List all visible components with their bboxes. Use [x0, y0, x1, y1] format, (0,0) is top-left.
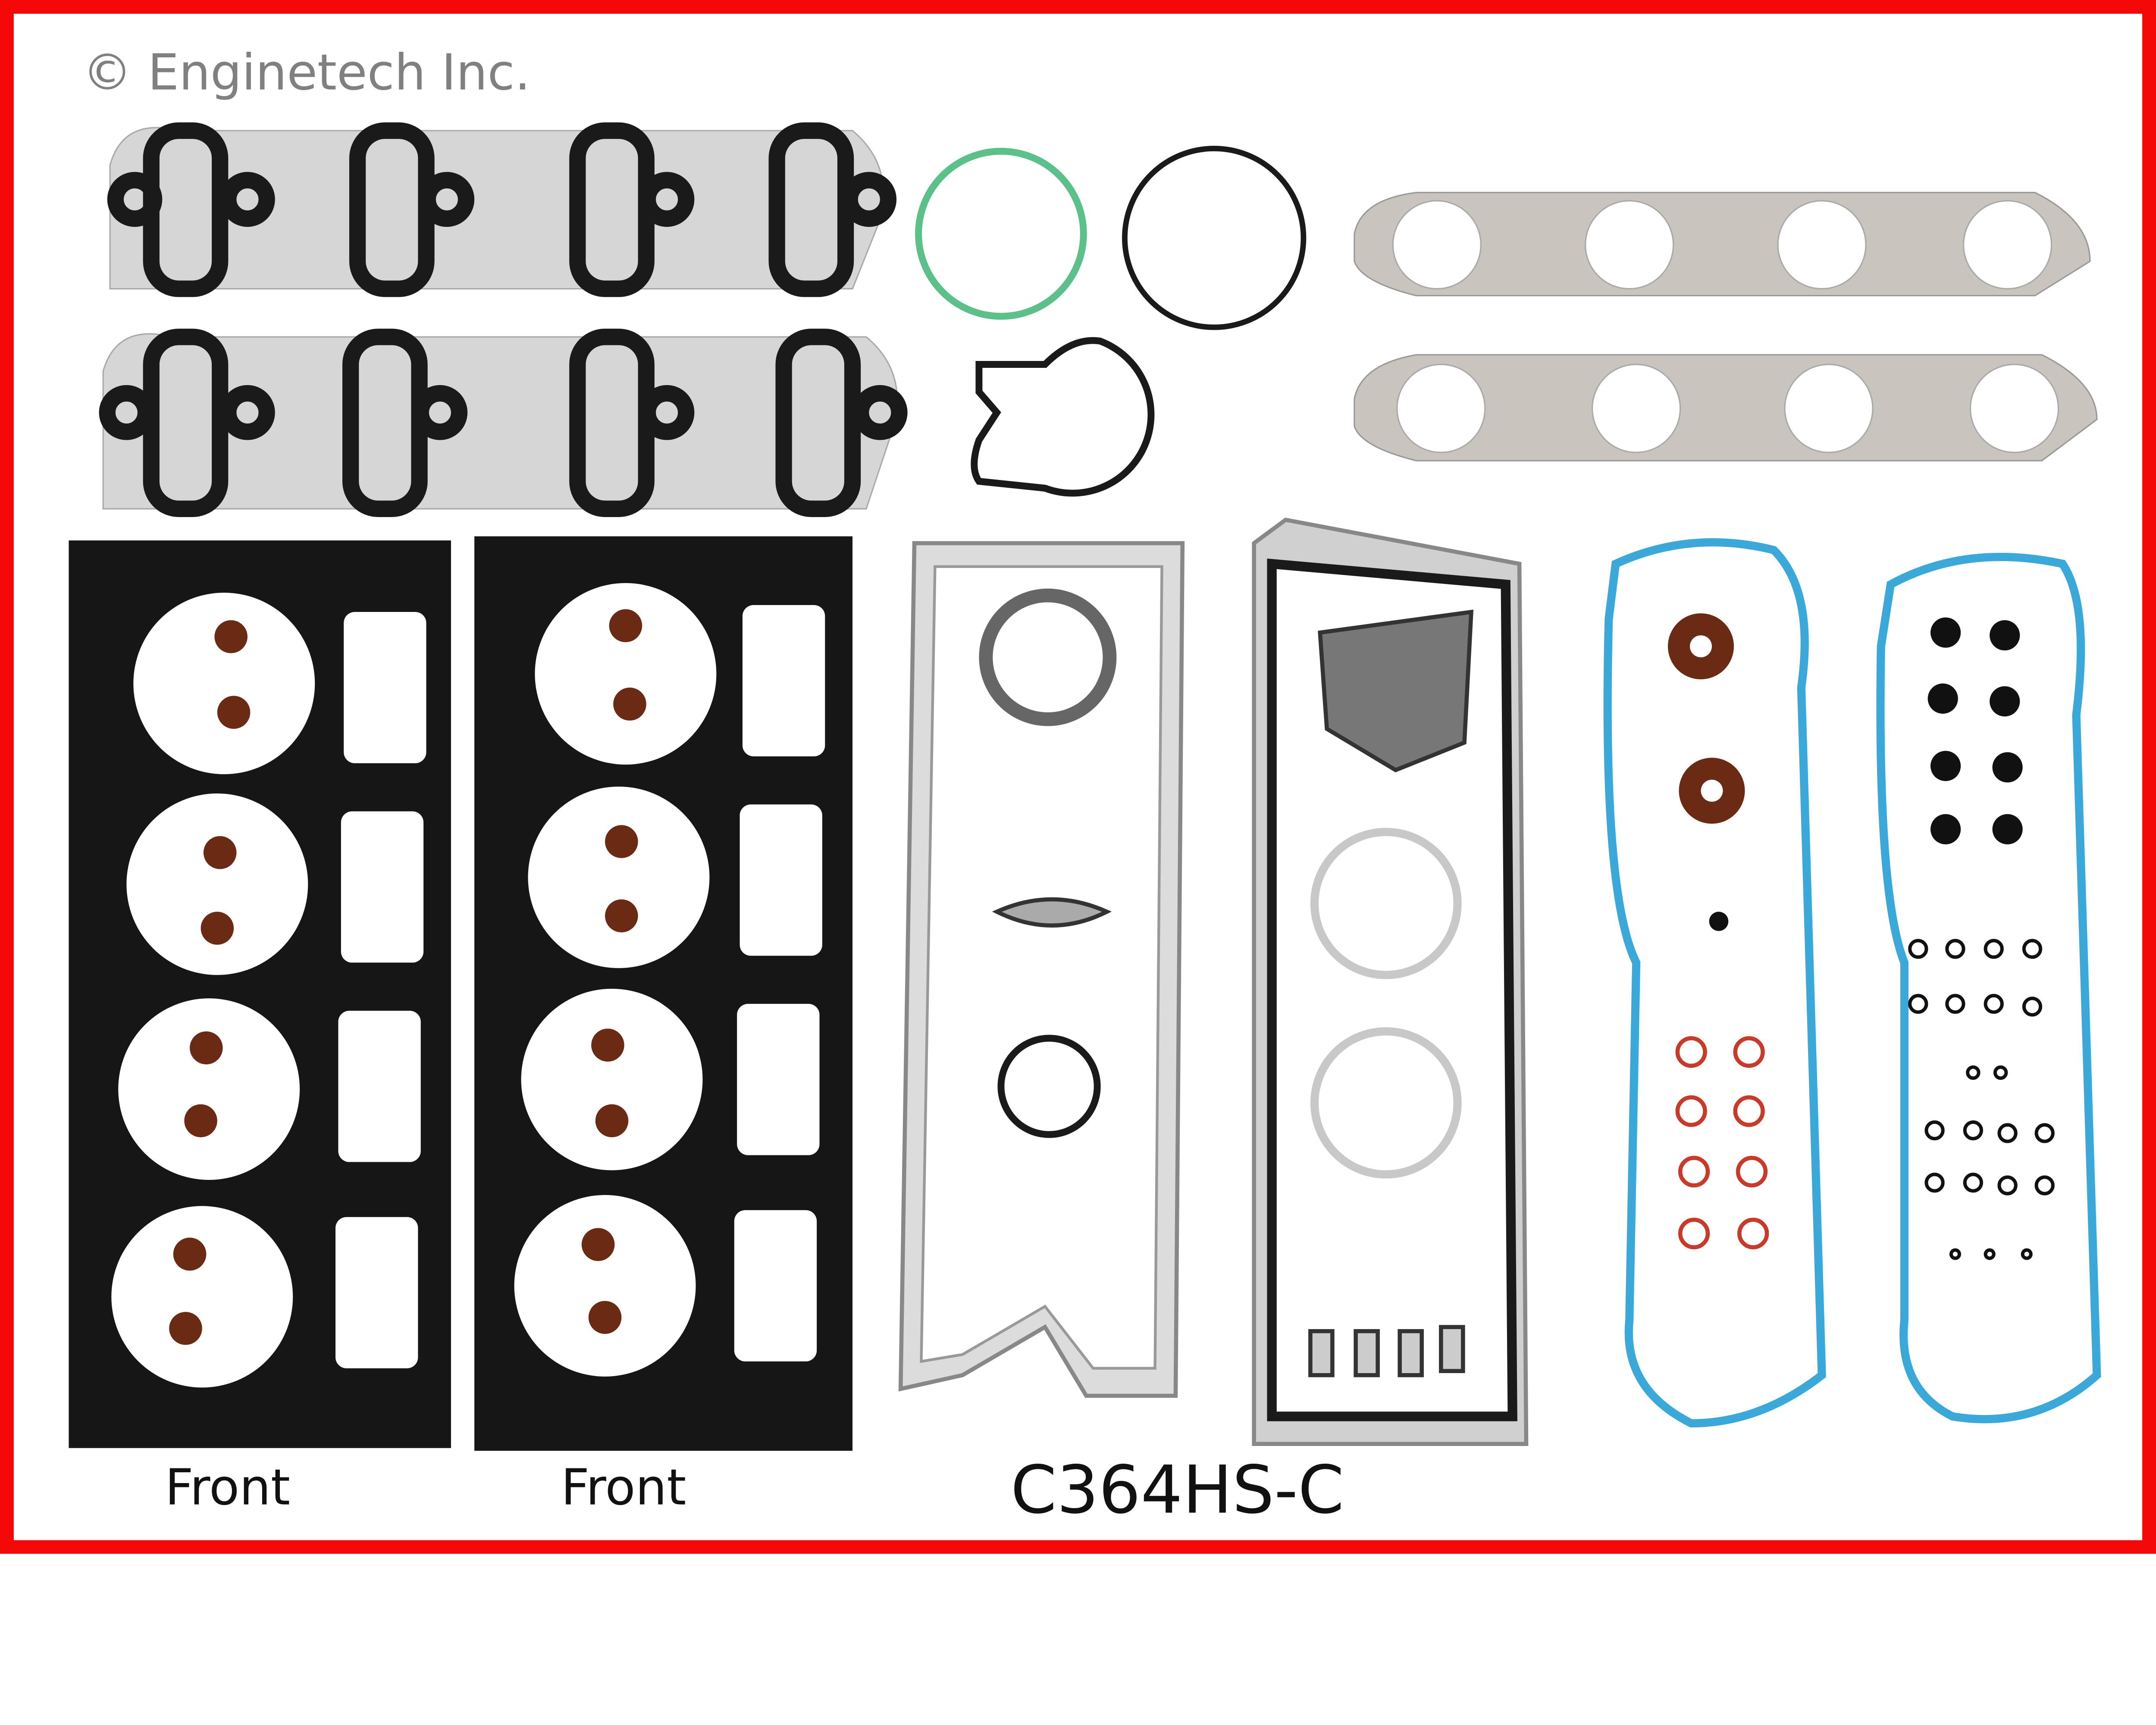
black-o-ring — [1122, 146, 1307, 330]
exhaust-gasket-bottom — [1354, 354, 2098, 461]
valve-cover-gasket-left — [898, 541, 1185, 1398]
throttle-body-gasket — [971, 337, 1155, 497]
valve-cover-seal-blue-2 — [1876, 552, 2101, 1424]
product-image: © Enginetech Inc. — [0, 0, 2156, 1554]
valve-cover-gasket-center — [1252, 518, 1529, 1446]
valve-cover-seal-blue-1 — [1603, 538, 1826, 1427]
intake-gasket-bottom — [99, 329, 908, 517]
front-label-left: Front — [165, 1459, 290, 1517]
copyright-text: © Enginetech Inc. — [82, 44, 530, 101]
head-gasket-right — [474, 536, 853, 1451]
front-label-right: Front — [561, 1459, 686, 1517]
part-number: C364HS-C — [1011, 1452, 1344, 1529]
exhaust-gasket-top — [1354, 191, 2091, 297]
green-o-ring — [915, 147, 1087, 320]
head-gasket-left — [69, 540, 451, 1448]
intake-gasket-top — [107, 122, 897, 297]
gasket-set-photo: © Enginetech Inc. — [13, 13, 2143, 1540]
